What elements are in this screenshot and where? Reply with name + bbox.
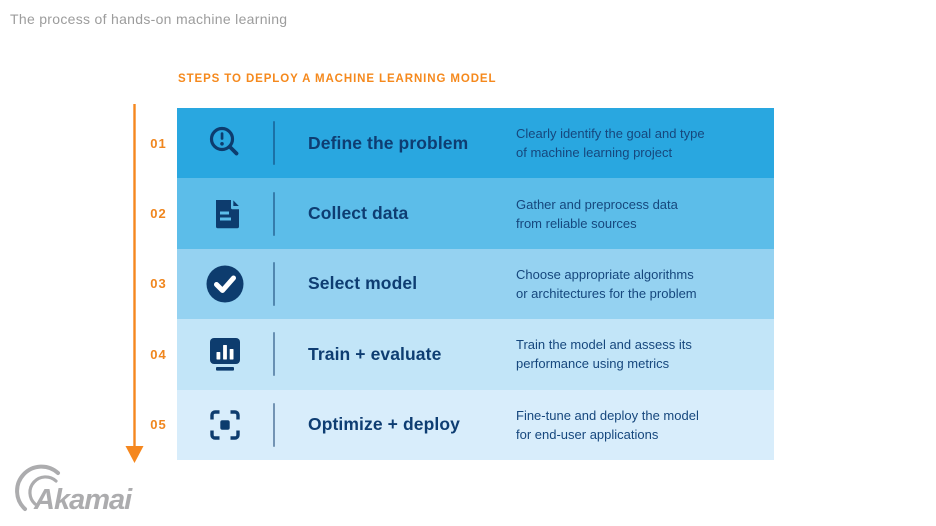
- step-row: 05 Optimize + deploy Fine-tune and deplo…: [140, 389, 774, 460]
- step-number: 03: [150, 276, 167, 292]
- step-title: Select model: [308, 273, 418, 294]
- step-card: Optimize + deploy Fine-tune and deploy t…: [177, 389, 774, 460]
- step-card: Collect data Gather and preprocess data …: [177, 178, 774, 249]
- step-title: Train + evaluate: [308, 343, 442, 364]
- vertical-divider: [273, 402, 275, 447]
- check-circle-icon: [206, 265, 244, 303]
- step-icon-wrap: [177, 194, 273, 234]
- step-title: Optimize + deploy: [308, 414, 460, 435]
- step-icon-wrap: [177, 405, 273, 445]
- step-description: Gather and preprocess data from reliable…: [516, 196, 678, 231]
- step-number: 05: [150, 417, 167, 433]
- akamai-logo: Akamai: [15, 464, 134, 516]
- step-number: 02: [150, 206, 167, 222]
- step-icon-wrap: [177, 264, 273, 304]
- process-arrow-down-icon: [125, 104, 144, 463]
- step-row: 04 Train + evaluate Train the model and …: [140, 319, 774, 390]
- step-card: Train + evaluate Train the model and ass…: [177, 319, 774, 390]
- step-card: Define the problem Clearly identify the …: [177, 108, 774, 179]
- step-icon-wrap: [177, 123, 273, 163]
- focus-frame-icon: [210, 410, 240, 440]
- step-description: Choose appropriate algorithms or archite…: [516, 266, 697, 301]
- document-icon: [216, 199, 239, 228]
- step-card: Select model Choose appropriate algorith…: [177, 248, 774, 320]
- step-icon-wrap: [177, 334, 273, 374]
- step-number: 04: [150, 346, 167, 362]
- section-heading: STEPS TO DEPLOY A MACHINE LEARNING MODEL: [178, 73, 497, 85]
- step-title: Define the problem: [308, 132, 469, 153]
- logo-text: Akamai: [33, 484, 133, 516]
- infographic-panel: 01 Define the problem Clearly identify t…: [140, 108, 774, 460]
- step-row: 03 Select model Choose appropriate algor…: [140, 248, 774, 320]
- step-description: Train the model and assess its performan…: [516, 337, 692, 372]
- step-description: Fine-tune and deploy the model for end-u…: [516, 407, 699, 442]
- step-description: Clearly identify the goal and type of ma…: [516, 126, 705, 161]
- vertical-divider: [273, 261, 275, 306]
- step-row: 01 Define the problem Clearly identify t…: [140, 108, 774, 179]
- step-number: 01: [150, 135, 167, 151]
- step-title: Collect data: [308, 203, 409, 224]
- magnifier-alert-icon: [209, 127, 239, 156]
- vertical-divider: [273, 121, 275, 166]
- vertical-divider: [273, 191, 275, 236]
- step-row: 02 Collect data Gather and preprocess da…: [140, 178, 774, 249]
- vertical-divider: [273, 332, 275, 377]
- page-title: The process of hands-on machine learning: [10, 11, 288, 27]
- bar-chart-icon: [210, 338, 240, 371]
